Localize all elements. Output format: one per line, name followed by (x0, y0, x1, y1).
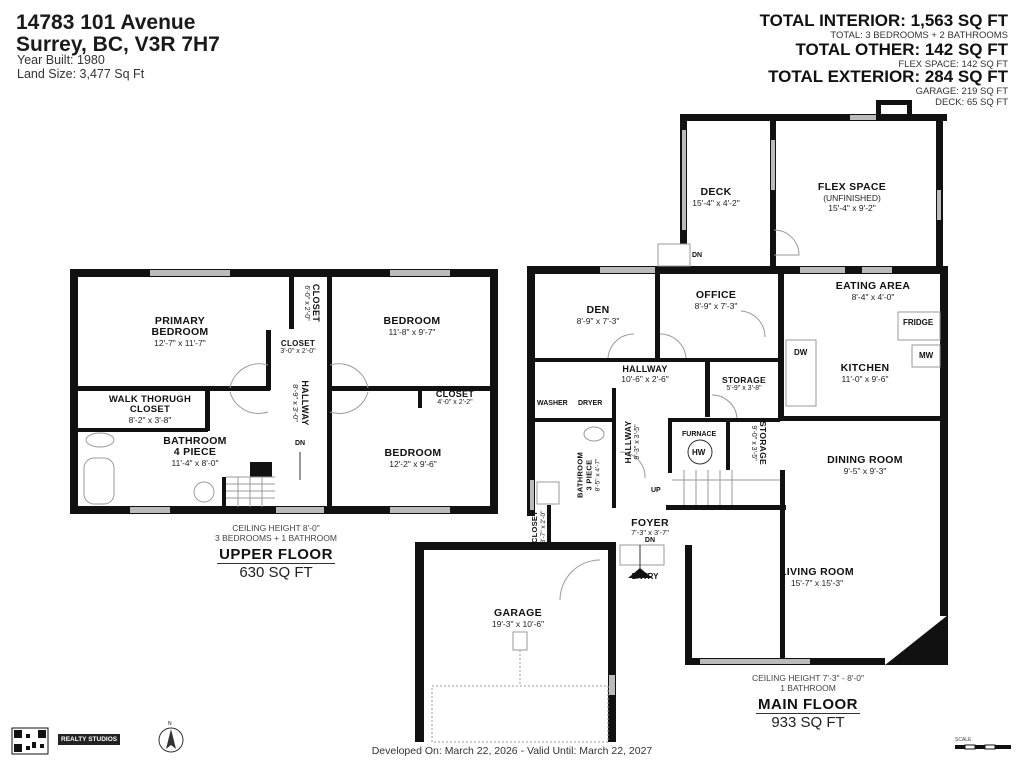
total-other-sub: FLEX SPACE: 142 SQ FT (898, 59, 1008, 70)
room-bathroom-4-piece: BATHROOM 4 PIECE 11'-4" x 8'-0" (163, 435, 227, 469)
entry-arrow-icon (628, 568, 652, 578)
stairs-up-label: UP (651, 487, 661, 494)
room-garage: GARAGE 19'-3" x 10'-6" (491, 607, 545, 630)
washer-label: WASHER (537, 400, 568, 407)
main-floor-title: MAIN FLOOR (756, 696, 860, 714)
fridge-label: FRIDGE (903, 318, 934, 327)
hot-water-tank-label: HW (692, 448, 706, 457)
main-floor-windows (530, 115, 941, 695)
year-built: Year Built: 1980 (17, 53, 105, 67)
room-primary-bedroom: PRIMARY BEDROOM 12'-7" x 11'-7" (151, 315, 209, 349)
dishwasher-label: DW (794, 348, 808, 357)
garage-sub: GARAGE: 219 SQ FT (915, 86, 1008, 97)
room-walk-through-closet: WALK THORUGH CLOSET 8'-2" x 3'-8" (108, 394, 192, 426)
room-deck: DECK 15'-4" x 4'-2" (692, 186, 740, 209)
main-floor-caption: CEILING HEIGHT 7'-3" - 8'-0" 1 BATHROOM … (751, 673, 865, 731)
room-flex-space: FLEX SPACE (UNFINISHED) 15'-4" x 9'-2" (817, 181, 887, 214)
total-interior-sub: TOTAL: 3 BEDROOMS + 2 BATHROOMS (830, 30, 1008, 41)
room-bedroom-upper-a: BEDROOM 11'-8" x 9'-7" (383, 315, 441, 338)
room-den: DEN 8'-9" x 7'-3" (576, 304, 620, 327)
room-living: LIVING ROOM 15'-7" x 15'-3" (780, 566, 854, 589)
room-closet-upper-b: CLOSET 3'-0" x 2'-0" (280, 339, 316, 356)
microwave-label: MW (919, 351, 934, 360)
qr-code-icon (11, 727, 49, 755)
room-hallway-main-b: HALLWAY 9'-3" x 3'-5" (623, 420, 641, 464)
upper-floor-windows (130, 270, 450, 513)
room-kitchen: KITCHEN 11'-0" x 9'-6" (840, 362, 890, 385)
stairs-down-label: DN (294, 440, 306, 447)
total-interior: TOTAL INTERIOR: 1,563 SQ FT (759, 11, 1008, 30)
upper-floor-caption: CEILING HEIGHT 8'-0" 3 BEDROOMS + 1 BATH… (215, 523, 337, 581)
upper-floor-area: 630 SQ FT (239, 564, 313, 581)
room-bathroom-3-piece: BATHROOM 3 PIECE 8'-5" x 4'-7" (575, 451, 602, 499)
address-line-1: 14783 101 Avenue (16, 11, 196, 34)
upper-floor-walls (70, 269, 498, 514)
room-foyer: FOYER 7'-3" x 3'-7" DN (631, 517, 669, 545)
room-bedroom-upper-b: BEDROOM 12'-2" x 9'-6" (384, 447, 442, 470)
room-hallway-main-a: HALLWAY 10'-6" x 2'-6" (621, 364, 669, 384)
address-line-2: Surrey, BC, V3R 7H7 (16, 33, 220, 56)
land-size: Land Size: 3,477 Sq Ft (17, 67, 145, 81)
north-arrow-icon (158, 727, 184, 753)
room-hallway-upper: HALLWAY 8'-9" x 3'-0" (291, 380, 310, 426)
dryer-label: DRYER (578, 400, 603, 407)
upper-floor-fixtures (83, 363, 369, 507)
scale-bar-icon (955, 744, 1011, 750)
total-other: TOTAL OTHER: 142 SQ FT (795, 40, 1008, 59)
main-floor-area: 933 SQ FT (771, 714, 845, 731)
validity-dates: Developed On: March 22, 2026 - Valid Unt… (371, 745, 653, 757)
furnace-label: FURNACE (682, 431, 717, 438)
room-dining: DINING ROOM 9'-5" x 9'-3" (827, 454, 903, 477)
room-closet-upper-a: CLOSET 6'-0" x 2'-0" (303, 283, 321, 323)
realty-studios-logo: REALTY STUDIOS (58, 734, 121, 745)
total-exterior: TOTAL EXTERIOR: 284 SQ FT (768, 67, 1008, 86)
main-floor-fixtures (431, 229, 941, 743)
room-storage-a: STORAGE 5'-9" x 3'-8" (722, 375, 766, 393)
room-closet-main: CLOSET 3'-7" x 2'-0" (530, 510, 547, 544)
room-closet-upper-c: CLOSET 4'-0" x 2'-2" (435, 389, 475, 407)
room-eating-area: EATING AREA 8'-4" x 4'-0" (835, 280, 911, 303)
deck-sub: DECK: 65 SQ FT (935, 97, 1008, 108)
upper-floor-title: UPPER FLOOR (217, 546, 335, 564)
entry-label: ENTRY (631, 572, 659, 581)
north-label: N (168, 721, 172, 727)
deck-stairs-down-label: DN (692, 252, 703, 259)
scale-label: SCALE (955, 737, 972, 743)
room-office: OFFICE 8'-9" x 7'-3" (694, 289, 738, 312)
room-storage-b: STORAGE 9'-0" x 3'-5" (750, 421, 768, 465)
